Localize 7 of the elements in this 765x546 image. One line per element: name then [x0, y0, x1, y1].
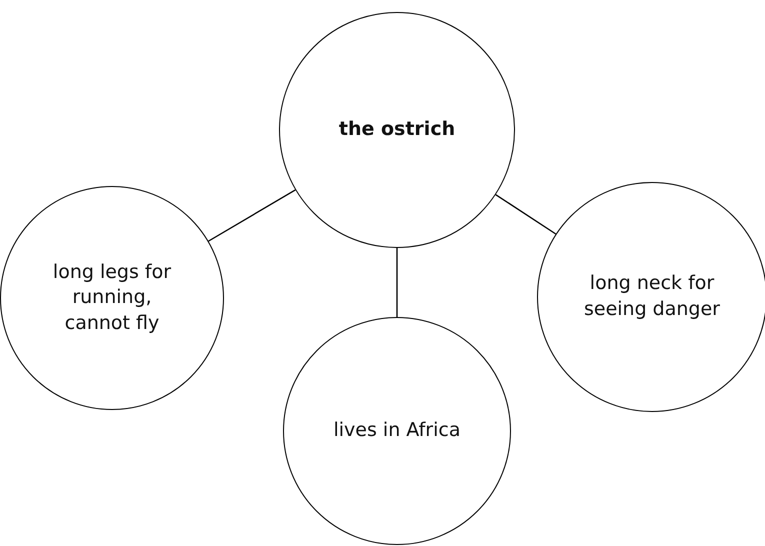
connector-line [396, 248, 398, 317]
connector-line [208, 189, 296, 242]
main-topic-label: the ostrich [338, 117, 456, 142]
connector-line [495, 194, 556, 235]
detail-label: long neck for seeing danger [582, 271, 721, 322]
detail-label: lives in Africa [334, 418, 460, 444]
detail-label: long legs for running, cannot fly [52, 260, 172, 336]
